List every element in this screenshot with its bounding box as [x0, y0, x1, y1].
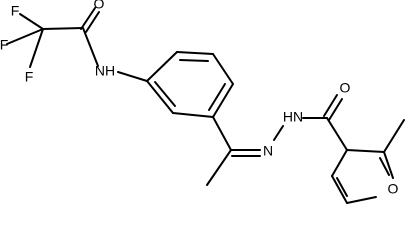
n-n-bond	[273, 125, 284, 141]
amide-oxygen-label: O	[94, 0, 105, 12]
amide-nh-label: NH	[95, 63, 115, 79]
furan-oxygen-label: O	[388, 181, 399, 197]
amide-n-ring-bond	[117, 71, 148, 82]
cf3-carbonyl-bond	[42, 27, 84, 30]
chemical-structure-drawing: F F F O NH HN N O O	[0, 0, 405, 204]
hydrazide-hn-label: HN	[283, 109, 303, 125]
amide-carbonyl-double-bond	[80, 7, 100, 33]
imine-nitrogen-label: N	[263, 143, 273, 159]
fluorine-label-bottom: F	[25, 69, 34, 85]
methyl-bond	[206, 149, 232, 186]
furan-ring	[331, 149, 394, 204]
carbonyl-oxygen-label: O	[340, 80, 351, 96]
carbonyl-furan-bond	[326, 117, 348, 151]
amide-c-n-bond	[82, 27, 99, 67]
trifluoromethyl-group	[6, 13, 44, 68]
benzene-ring	[146, 51, 234, 118]
fluorine-label-top: F	[11, 3, 20, 19]
hydrazide-carbonyl-double-bond	[323, 94, 343, 121]
furan-methyl-bond	[383, 119, 405, 153]
fluorine-label-left: F	[0, 37, 8, 53]
chemical-structure-canvas: F F F O NH HN N O O	[0, 0, 405, 204]
imine-double-bond	[230, 149, 261, 157]
ring-to-imine-carbon-bond	[212, 116, 232, 151]
